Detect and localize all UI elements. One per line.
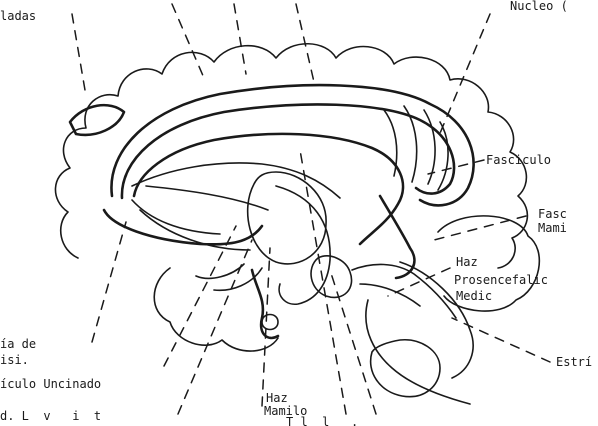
leader-fasciculo: [428, 160, 484, 174]
uncinate-fiber: [196, 264, 262, 290]
label-nucleo: Nucleo (: [510, 0, 568, 13]
label-mami: Mami: [538, 222, 567, 235]
label-ladas: ladas: [0, 10, 36, 23]
label-fasc: Fasc: [538, 208, 567, 221]
thalamus: [248, 172, 326, 264]
pons-outline: [371, 340, 440, 397]
leader-top-mid-3: [296, 4, 314, 82]
leader-top-mid-1: [172, 4, 204, 78]
temporal-lobe: [154, 268, 278, 351]
label-ia-de: ía de: [0, 338, 36, 351]
label-bottom-center: T l l .: [286, 416, 358, 426]
leader-fasc: [434, 216, 526, 240]
leader-estria: [452, 318, 550, 362]
corpus-callosum-outer: [111, 85, 473, 205]
label-haz-prosencefalico-1: Haz: [456, 256, 478, 269]
leader-nucleo: [438, 14, 490, 138]
label-haz-prosencefalico-3: Medic: [456, 290, 492, 303]
leader-top-mid-2: [234, 4, 246, 74]
cingulum-front: [70, 105, 124, 135]
label-haz-prosencefalico-2: Prosencefalic: [454, 274, 548, 287]
label-uncinado: ículo Uncinado: [0, 378, 101, 391]
label-fasciculo: Fasciculo: [486, 154, 551, 167]
label-estria: Estrí: [556, 356, 592, 369]
label-bottom-left: d. L v i t: [0, 410, 101, 423]
amygdala: [311, 256, 352, 297]
curved-tract: [132, 163, 340, 198]
leader-bottom-right: [330, 270, 376, 414]
medial-forebrain-bundle: [352, 264, 456, 318]
mammillary-body: [262, 315, 278, 330]
leader-bottom-left: [178, 240, 252, 414]
label-isi: isi.: [0, 354, 29, 367]
leader-bottom-center: [300, 150, 346, 414]
leader-ia-de: [92, 222, 126, 342]
leader-ladas: [72, 14, 86, 96]
leader-haz-prosencefalico: [388, 268, 450, 296]
